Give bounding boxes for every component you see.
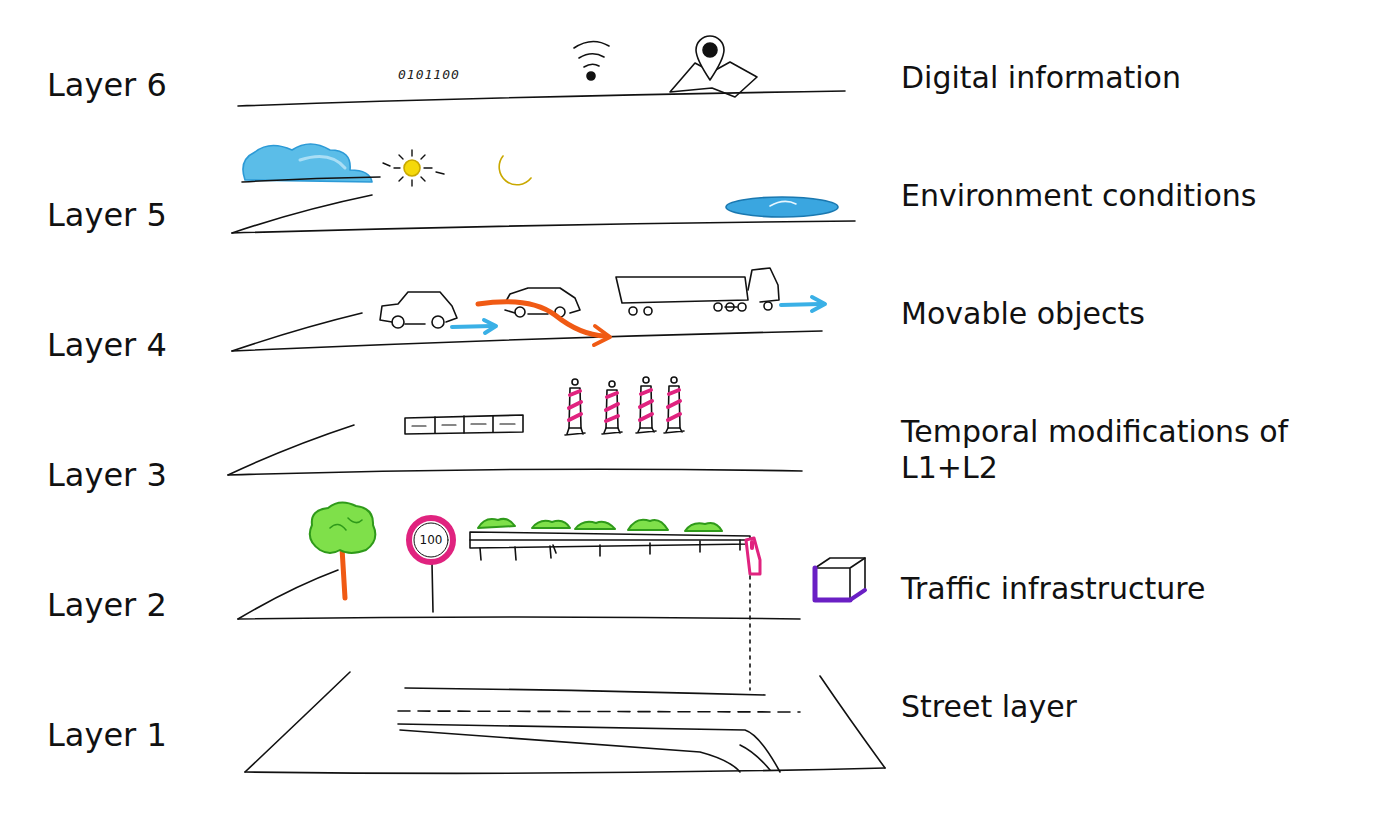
- lane-change-arrow: [478, 302, 605, 336]
- blue-arrow-head: [484, 320, 496, 333]
- infrastructure-box: [815, 558, 865, 600]
- blue-arrow-head: [812, 297, 825, 311]
- layer-number: Layer 5: [47, 196, 167, 234]
- layer-number: Layer 2: [47, 586, 167, 624]
- lane-change-arrow-head: [594, 326, 610, 345]
- delineator-posts: [565, 377, 684, 435]
- layer-title: Traffic infrastructure: [901, 571, 1205, 607]
- cloud-symbol: [242, 144, 380, 182]
- blue-arrow: [452, 326, 492, 327]
- blue-arrow: [781, 304, 820, 305]
- moon-symbol: [499, 156, 531, 185]
- layer-title: Digital information: [901, 60, 1181, 96]
- truck-symbol: [616, 268, 779, 315]
- wifi-symbol: [574, 41, 609, 80]
- street-plane: [245, 672, 885, 773]
- layer-number: Layer 3: [47, 456, 167, 494]
- tree-symbol: [310, 502, 376, 598]
- car-symbol: [380, 292, 457, 328]
- binary-digits: 0101100: [398, 67, 460, 83]
- guardrail-with-hedge: [470, 519, 750, 560]
- layer-number: Layer 4: [47, 326, 167, 364]
- sun-symbol: [383, 150, 444, 186]
- speed-sign: [409, 518, 453, 612]
- layer-6-plane: [238, 91, 845, 106]
- roadside-post: [746, 538, 760, 690]
- layer-number: Layer 6: [47, 66, 167, 104]
- layer-4-plane: [232, 313, 822, 351]
- layer-number: Layer 1: [47, 716, 167, 754]
- barrier-blocks: [405, 415, 523, 434]
- layer-title: Temporal modifications of L1+L2: [901, 414, 1371, 486]
- map-pin-symbol: [670, 36, 757, 97]
- layer-title: Movable objects: [901, 296, 1145, 332]
- layer-5-plane: [232, 195, 855, 233]
- speed-limit-number: 100: [420, 533, 443, 547]
- layer-2-plane: [238, 570, 800, 619]
- layer-title: Environment conditions: [901, 178, 1256, 214]
- puddle-symbol: [726, 197, 838, 217]
- layer-title: Street layer: [901, 689, 1077, 725]
